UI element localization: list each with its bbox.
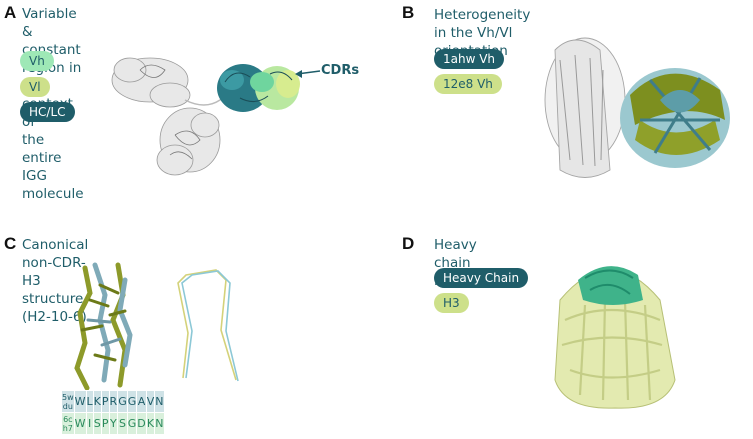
legend-vh: Vh — [20, 51, 54, 71]
legend-hclc: HC/LC — [20, 102, 75, 122]
legend-12e8-vh: 12e8 Vh — [434, 74, 502, 94]
sequence-table: 5w du W L K P R G G A V N 6c h7 W I S P … — [61, 390, 165, 435]
legend-1ahw-vh: 1ahw Vh — [434, 49, 505, 69]
panel-letter-a: A — [4, 3, 17, 22]
residue-cell: D — [136, 412, 147, 435]
sequence-row: 6c h7 W I S P Y S G D K N — [61, 412, 165, 435]
residue-cell: Y — [108, 412, 119, 435]
residue-cell: S — [92, 412, 102, 435]
panel-letter-d: D — [402, 234, 415, 253]
legend-h3: H3 — [434, 293, 469, 313]
legend-vl: Vl — [20, 77, 50, 97]
panel-b-title: Heterogeneity in the Vh/Vl orientation — [434, 7, 531, 59]
panel-letter-c: C — [4, 234, 17, 253]
panel-letter-b: B — [402, 3, 415, 22]
panel-a-title-line2: the entire IGG molecule — [22, 132, 84, 202]
panel-c-title: Canonical non-CDR-H3 structure (H2-10-6) — [22, 237, 89, 325]
cdrs-annotation: CDRs — [321, 63, 360, 78]
residue-cell: N — [154, 412, 165, 435]
residue-cell: W — [73, 412, 87, 435]
legend-heavy-chain: Heavy Chain — [434, 268, 529, 288]
